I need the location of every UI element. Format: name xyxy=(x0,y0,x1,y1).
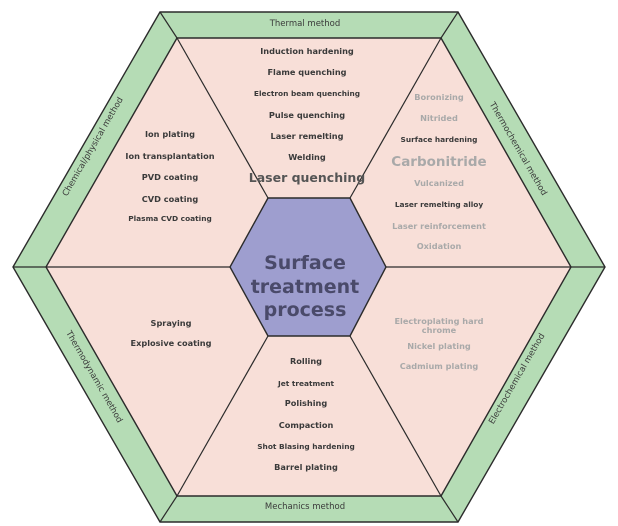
sector-item: CVD coating xyxy=(142,194,199,204)
ring-label-thermal: Thermal method xyxy=(269,19,341,29)
sector-item: Cadmium plating xyxy=(400,361,479,371)
center-title: Surface treatment process xyxy=(251,252,360,321)
sector-item: Polishing xyxy=(285,398,328,408)
sector-thermochemical: Boronizing Nitrided Surface hardening Ca… xyxy=(391,92,486,251)
sector-item: Vulcanized xyxy=(414,178,464,188)
sector-item: Jet treatment xyxy=(277,379,335,388)
sector-item: Electroplating hard xyxy=(394,316,483,326)
sector-item: Shot Blasing hardening xyxy=(257,442,355,451)
sector-heading: Carbonitride xyxy=(391,154,486,170)
sector-item: Barrel plating xyxy=(274,462,338,472)
sector-item: Surface hardening xyxy=(401,135,478,144)
sector-item: Explosive coating xyxy=(131,338,212,348)
sector-thermodynamic: Spraying Explosive coating xyxy=(131,318,212,348)
sector-item: Rolling xyxy=(290,356,322,366)
sector-item: Ion plating xyxy=(145,129,195,139)
sector-electrochemical: Electroplating hard chrome Nickel platin… xyxy=(394,316,483,371)
ring-connectors xyxy=(13,11,605,523)
sector-item: Spraying xyxy=(151,318,192,328)
ring-label-mechanics: Mechanics method xyxy=(265,502,345,512)
sector-item: Laser reinforcement xyxy=(392,221,486,231)
sector-item: Boronizing xyxy=(414,92,464,102)
sector-item: Nitrided xyxy=(420,113,458,123)
sector-item: PVD coating xyxy=(142,172,199,182)
sector-item: Laser remelting alloy xyxy=(395,200,484,209)
sector-chemical-physical: Ion plating Ion transplantation PVD coat… xyxy=(125,129,214,223)
sector-item: Laser remelting xyxy=(271,131,344,141)
sector-item: Pulse quenching xyxy=(269,110,345,120)
sector-item: Nickel plating xyxy=(407,341,471,351)
center-line: Surface xyxy=(264,252,346,274)
sector-item: Welding xyxy=(288,152,326,162)
sector-item: Induction hardening xyxy=(260,46,354,56)
sector-item: Ion transplantation xyxy=(125,151,214,161)
sector-item: Compaction xyxy=(279,420,334,430)
sector-item: Plasma CVD coating xyxy=(128,214,212,223)
sector-thermal: Induction hardening Flame quenching Elec… xyxy=(249,46,366,185)
sector-item: chrome xyxy=(422,325,457,335)
sector-mechanics: Rolling Jet treatment Polishing Compacti… xyxy=(257,356,355,472)
center-line: process xyxy=(264,299,347,321)
center-hexagon xyxy=(229,197,387,337)
center-line: treatment xyxy=(251,276,360,298)
sector-item: Electron beam quenching xyxy=(254,89,360,98)
sector-item: Flame quenching xyxy=(267,67,346,77)
sector-item: Oxidation xyxy=(417,241,462,251)
sector-dividers xyxy=(46,37,571,497)
sector-heading: Laser quenching xyxy=(249,170,366,185)
